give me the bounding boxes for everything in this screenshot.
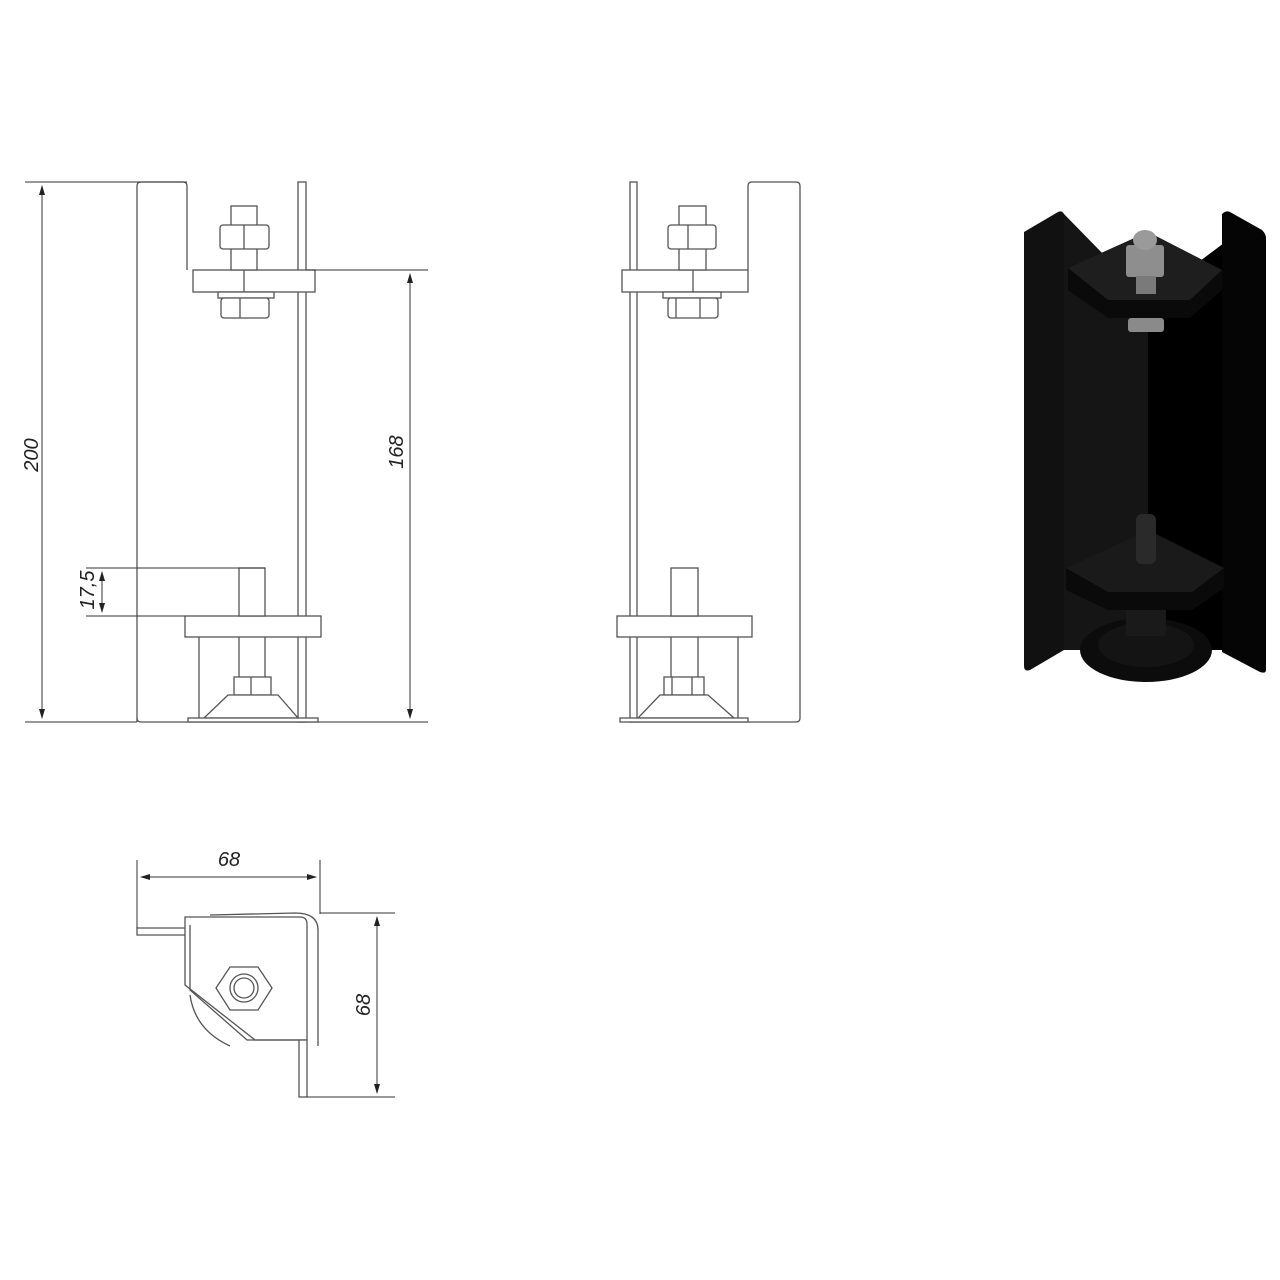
dim-68-width: 68	[218, 849, 240, 871]
side-top-nut	[667, 224, 717, 250]
lower-stud	[238, 567, 266, 617]
side-view	[616, 181, 801, 723]
dim-168: 168	[386, 435, 408, 468]
side-lower-nut	[667, 297, 719, 319]
front-view: 200 168 17,5	[21, 181, 428, 723]
iso-left-flange	[1024, 211, 1064, 671]
lower-nut	[220, 297, 270, 319]
vertical-plate	[297, 181, 307, 723]
iso-lower-stud	[1136, 514, 1156, 564]
top-bracket	[192, 269, 316, 293]
channel-outline	[136, 181, 188, 722]
side-foot-nut	[663, 676, 705, 696]
top-view: 68 68	[136, 849, 395, 1098]
iso-lower-nut	[1128, 318, 1164, 332]
dim-200: 200	[21, 438, 43, 472]
isometric-view	[1024, 211, 1266, 682]
iso-bolt-tip	[1133, 230, 1157, 250]
side-channel-outline	[637, 181, 801, 723]
iso-top-nut	[1126, 245, 1164, 277]
side-lower-stud	[670, 567, 699, 617]
dim-17-5: 17,5	[77, 570, 99, 610]
iso-right-flange	[1222, 211, 1266, 673]
side-top-bracket	[621, 269, 749, 293]
dim-68-depth: 68	[353, 994, 375, 1016]
levelling-foot	[202, 694, 300, 719]
side-vertical-plate	[629, 181, 638, 723]
side-levelling-foot	[636, 694, 736, 719]
side-lower-bracket	[616, 615, 753, 638]
top-view-flange-left	[136, 927, 189, 936]
top-view-flange-bottom	[298, 1039, 308, 1098]
lower-bracket	[184, 615, 322, 638]
foot-nut	[233, 676, 272, 696]
